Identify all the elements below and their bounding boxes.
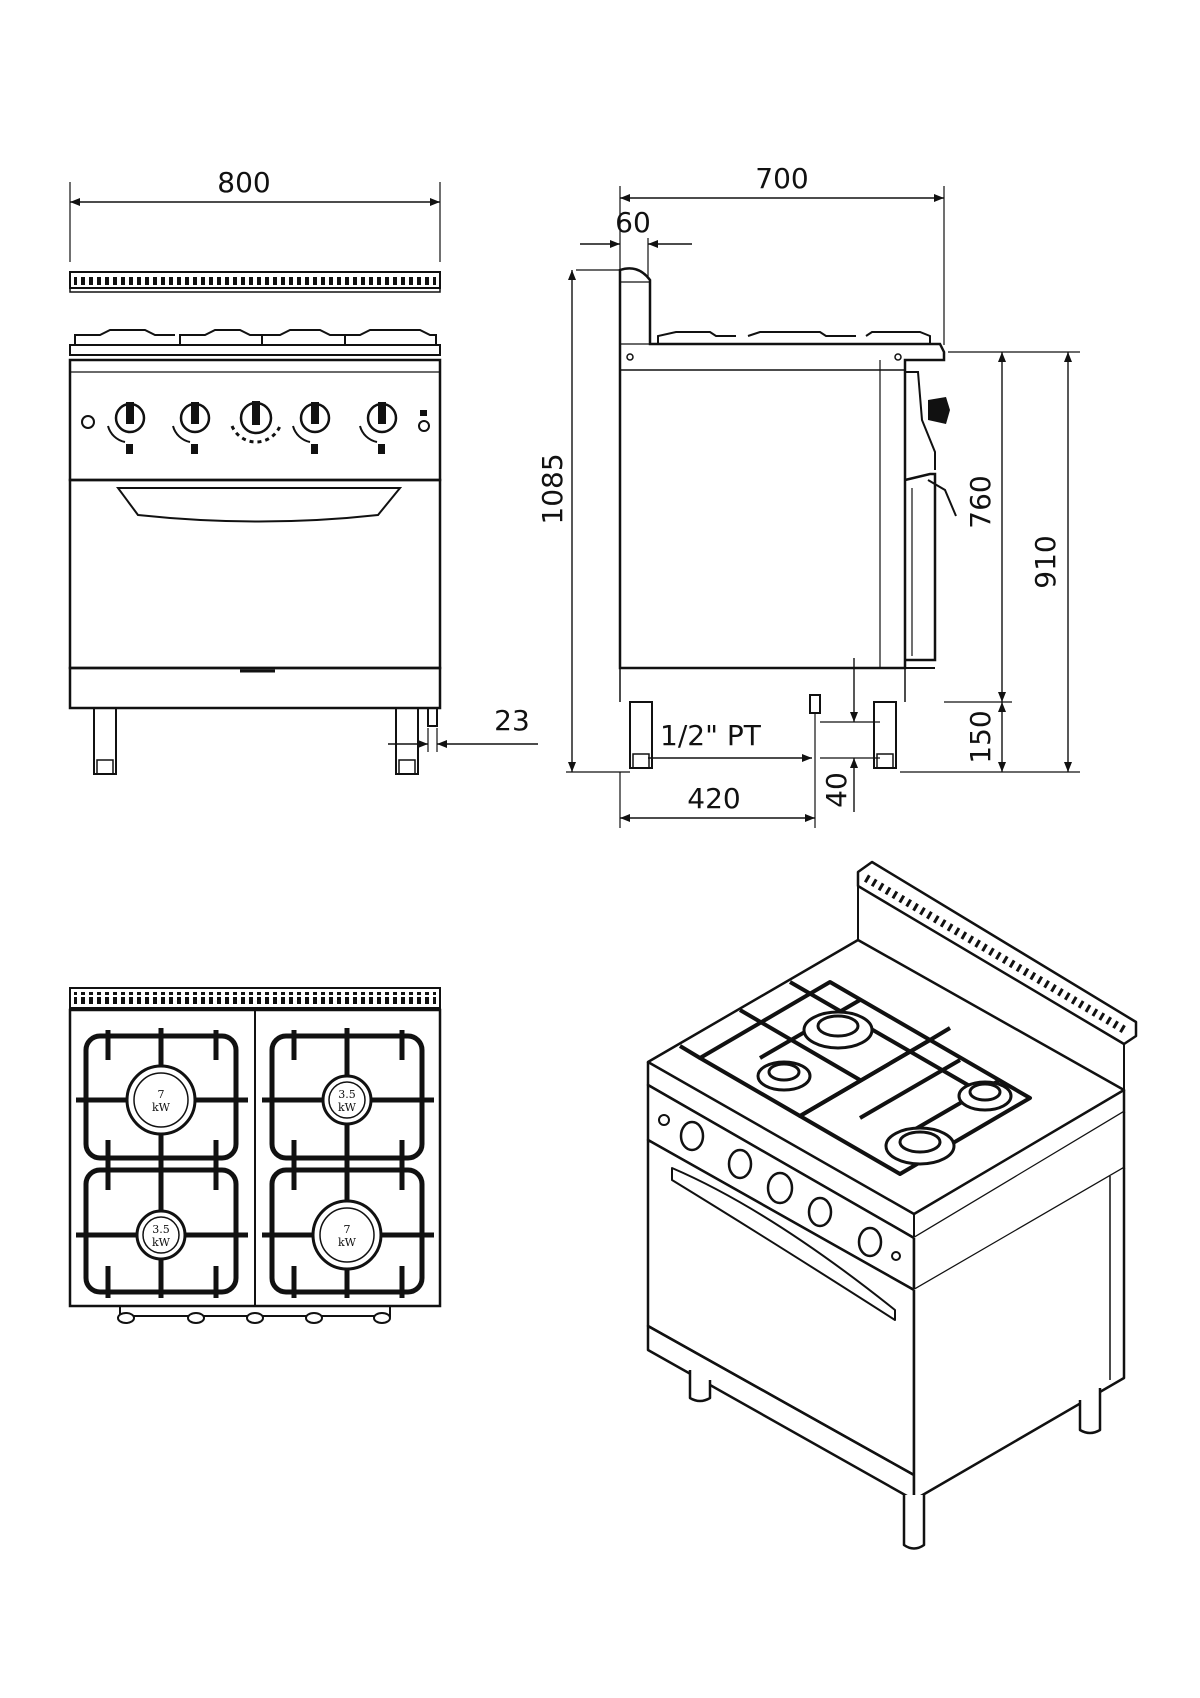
oven-door-handle [116,487,403,523]
front-oven-knob [230,401,282,444]
isometric-view [646,860,1138,1550]
top-view: 7 kW 3.5 kW 3.5 kW 7 kW [68,987,442,1324]
top-vent-slots [74,992,436,1004]
front-knob [172,402,211,454]
side-body-outline [618,267,946,670]
front-vent-slots [74,275,436,285]
top-knobs [117,1312,391,1324]
burner-unit: kW [152,1101,171,1114]
burner-front-right: 7 kW [311,1199,383,1271]
side-gas-stub [809,694,821,714]
side-depth-label: 700 [755,162,808,195]
burner-unit: kW [338,1101,357,1114]
side-view: 700 60 [536,162,1080,828]
burner-unit: kW [152,1236,171,1249]
front-knob [107,402,146,454]
front-offset-label: 23 [494,704,530,737]
burner-power: 3.5 [338,1088,356,1101]
front-view: 800 [68,166,538,775]
ignition-button [81,415,95,429]
gas-connection-stub [427,707,438,727]
burner-rear-left: 7 kW [125,1064,197,1136]
gas-offset-label: 420 [687,782,740,815]
gas-height-label: 40 [820,772,853,808]
burner-power: 3.5 [152,1223,170,1236]
burner-rear-right: 3.5 kW [321,1074,373,1126]
side-backsplash-label: 60 [615,206,651,239]
front-grates [74,329,437,345]
total-height-label: 1085 [536,453,569,524]
gas-connection-label: 1/2" PT [660,719,762,752]
worktop-height-label: 910 [1029,535,1062,588]
pilot-light [420,410,427,416]
front-knob [359,402,398,454]
side-grates [657,331,931,344]
oven-height-label: 760 [964,475,997,528]
burner-unit: kW [338,1236,357,1249]
front-width-label: 800 [217,166,270,199]
burner-front-left: 3.5 kW [135,1209,187,1261]
leg-height-label: 150 [964,710,997,763]
front-knob [292,402,331,454]
side-oven-door-profile [904,472,937,662]
burner-power: 7 [158,1088,165,1101]
burner-power: 7 [344,1223,351,1236]
side-knob-profile [928,397,950,424]
